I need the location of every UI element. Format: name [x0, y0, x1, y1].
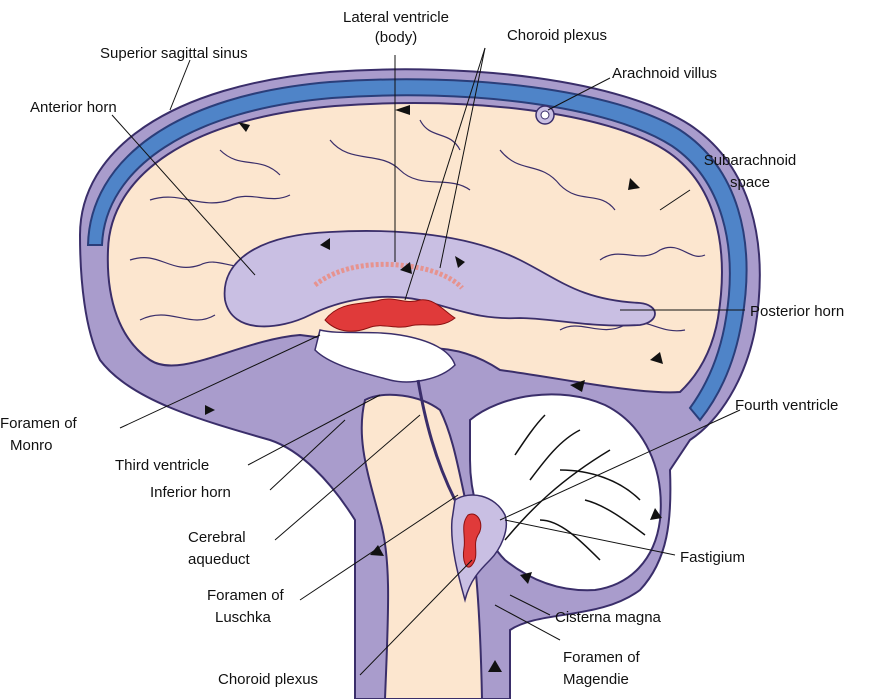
label-cisterna-magna: Cisterna magna: [555, 609, 662, 626]
label-choroid-plexus-top: Choroid plexus: [507, 27, 607, 44]
label-foramen-monro-1: Foramen of: [0, 415, 78, 432]
label-foramen-magendie-2: Magendie: [563, 671, 629, 688]
label-fastigium: Fastigium: [680, 549, 745, 566]
label-foramen-monro-2: Monro: [10, 437, 53, 454]
label-arachnoid-villus: Arachnoid villus: [612, 65, 717, 82]
label-cerebral-aqueduct-1: Cerebral: [188, 529, 246, 546]
label-subarachnoid-space-2: space: [730, 174, 770, 191]
label-choroid-plexus-bottom: Choroid plexus: [218, 671, 318, 688]
label-cerebral-aqueduct-2: aqueduct: [188, 551, 251, 568]
label-fourth-ventricle: Fourth ventricle: [735, 397, 838, 414]
label-foramen-magendie-1: Foramen of: [563, 649, 641, 666]
label-inferior-horn: Inferior horn: [150, 484, 231, 501]
label-foramen-luschka-2: Luschka: [215, 609, 272, 626]
label-superior-sagittal-sinus: Superior sagittal sinus: [100, 45, 248, 62]
label-anterior-horn: Anterior horn: [30, 99, 117, 116]
label-lateral-ventricle: Lateral ventricle: [343, 9, 449, 26]
label-third-ventricle: Third ventricle: [115, 457, 209, 474]
label-foramen-luschka-1: Foramen of: [207, 587, 285, 604]
label-posterior-horn: Posterior horn: [750, 303, 844, 320]
label-lateral-ventricle-sub: (body): [375, 29, 418, 46]
label-subarachnoid-space-1: Subarachnoid: [704, 152, 797, 169]
